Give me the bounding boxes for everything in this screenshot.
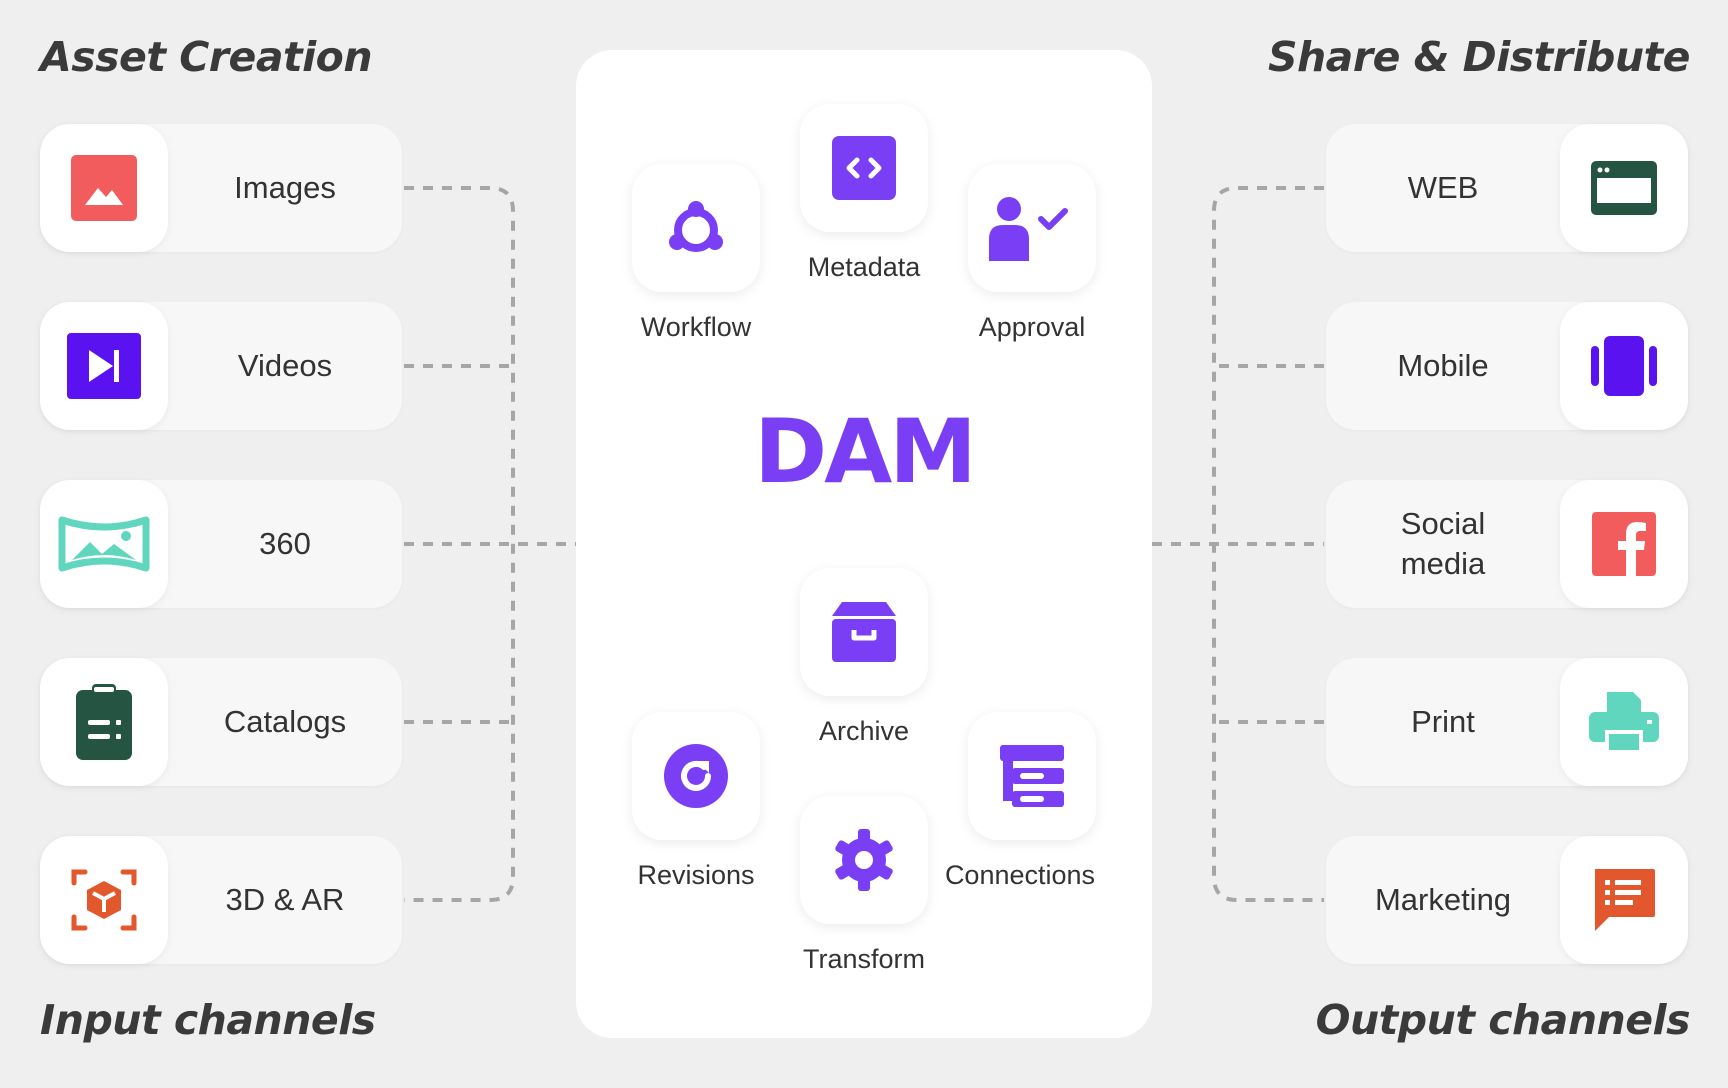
dam-panel: DAM Workflow Metadata Approval Archive R… [576,50,1152,1038]
heading-output-channels: Output channels [1315,996,1691,1044]
archive-label: Archive [818,716,910,746]
input-item-videos[interactable]: Videos [40,302,402,430]
heading-asset-creation: Asset Creation [40,33,373,81]
archive-box-icon[interactable] [800,568,928,696]
printer-icon [1560,658,1688,786]
revisions-label: Revisions [637,860,755,890]
refresh-icon[interactable] [632,712,760,840]
input-item-images[interactable]: Images [40,124,402,252]
input-label: 3D & AR [225,882,345,917]
chat-list-icon [1560,836,1688,964]
output-label: Marketing [1374,882,1512,917]
workflow-label: Workflow [640,312,752,342]
clipboard-list-icon [40,658,168,786]
heading-share-distribute: Share & Distribute [1267,33,1691,81]
output-label: Mobile [1397,348,1489,383]
heading-input-channels: Input channels [40,996,376,1044]
workflow-icon[interactable] [632,164,760,292]
input-label: 360 [259,526,311,561]
output-item-social-media[interactable]: Social media [1326,480,1688,608]
output-item-marketing[interactable]: Marketing [1326,836,1688,964]
panorama-icon [40,480,168,608]
mobile-icon [1560,302,1688,430]
video-play-icon [40,302,168,430]
cube-ar-icon [40,836,168,964]
user-check-icon[interactable] [968,164,1096,292]
connections-label: Connections [944,860,1096,890]
metadata-label: Metadata [807,252,921,282]
output-item-web[interactable]: WEB [1326,124,1688,252]
code-icon[interactable] [800,104,928,232]
browser-window-icon [1560,124,1688,252]
gear-icon[interactable] [800,796,928,924]
input-label: Videos [237,348,333,383]
dam-title: DAM [754,400,977,503]
input-item-3d-ar[interactable]: 3D & AR [40,836,402,964]
output-label: Social media [1400,506,1486,581]
output-item-print[interactable]: Print [1326,658,1688,786]
connections-icon[interactable] [968,712,1096,840]
output-label: WEB [1407,170,1479,205]
input-label: Images [234,170,336,205]
input-item-catalogs[interactable]: Catalogs [40,658,402,786]
output-label: Print [1411,704,1475,739]
input-label: Catalogs [223,704,347,739]
approval-label: Approval [978,312,1086,342]
output-item-mobile[interactable]: Mobile [1326,302,1688,430]
input-item-360[interactable]: 360 [40,480,402,608]
facebook-icon [1560,480,1688,608]
transform-label: Transform [802,944,925,974]
image-icon [40,124,168,252]
